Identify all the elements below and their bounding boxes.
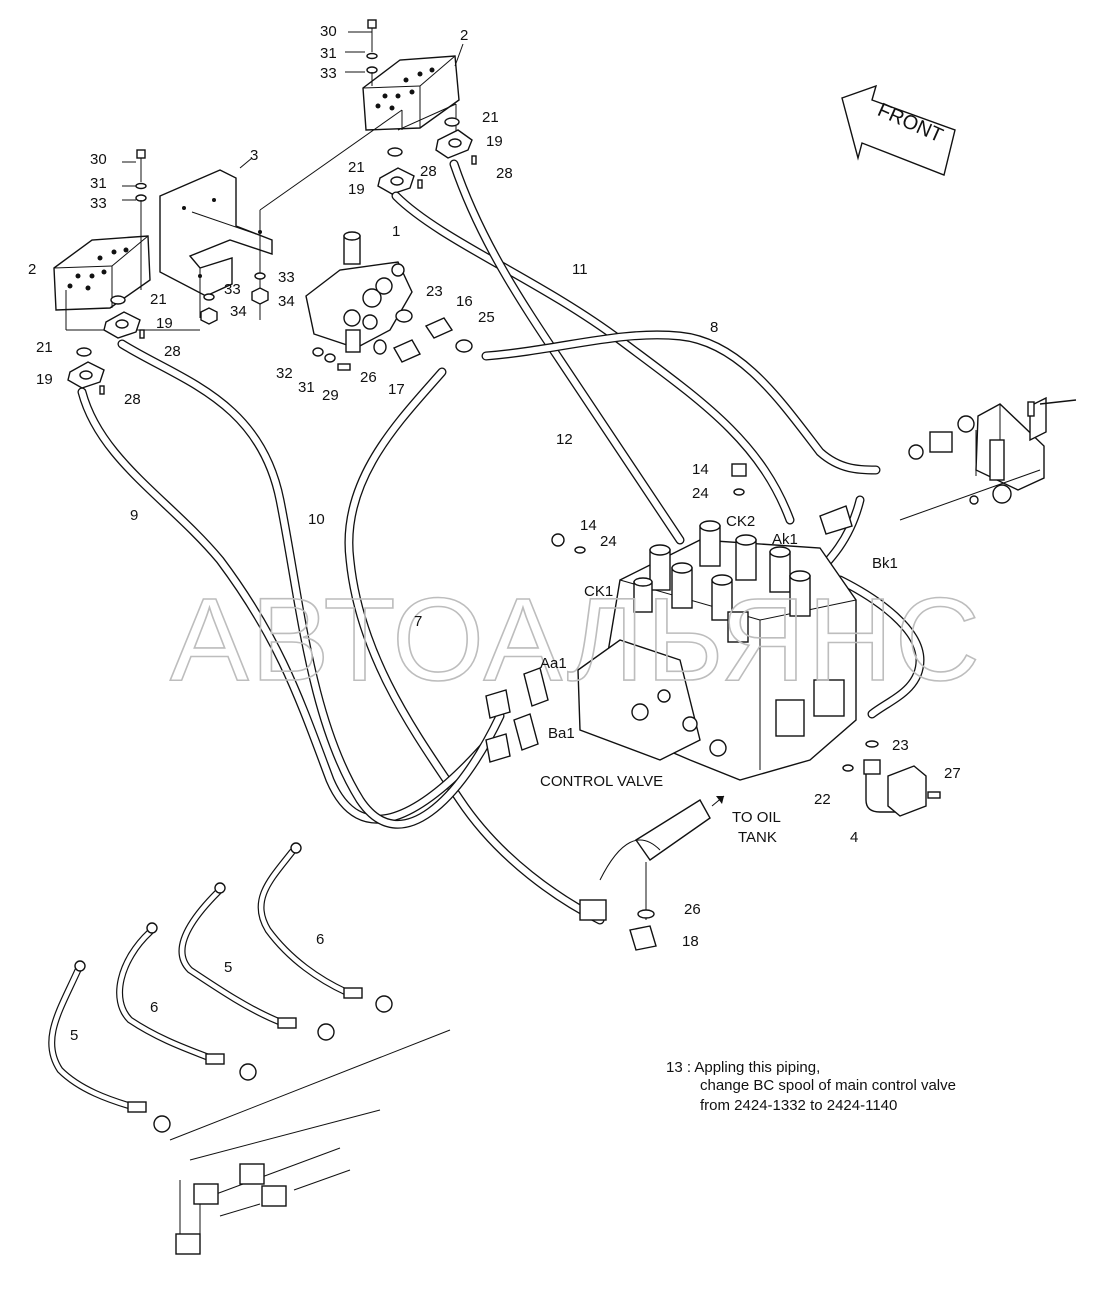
port-label-ak1: Ak1 xyxy=(772,531,798,548)
callout: 19 xyxy=(156,315,173,332)
oil-tank-label-2: TANK xyxy=(738,829,777,846)
lower-frame xyxy=(169,1029,451,1255)
oil-tank-label-1: TO OIL xyxy=(732,809,781,826)
callout: 9 xyxy=(130,507,138,524)
front-arrow: FRONT xyxy=(841,84,956,176)
steel-pipe-assembly xyxy=(899,396,1077,521)
callout: 24 xyxy=(692,485,709,502)
callout: 33 xyxy=(320,65,337,82)
callout: 11 xyxy=(572,261,588,278)
note-line-3: from 2424-1332 to 2424-1140 xyxy=(700,1097,897,1114)
callout: 21 xyxy=(348,159,365,176)
callout-numbers: 30 31 33 2 21 19 28 21 28 19 30 31 33 3 … xyxy=(28,23,961,1044)
callout: 33 xyxy=(224,281,241,298)
callout: 16 xyxy=(456,293,473,310)
callout: 18 xyxy=(682,933,699,950)
footnote: 13 : Appling this piping, change BC spoo… xyxy=(666,1059,956,1114)
callout: 19 xyxy=(36,371,53,388)
manifold-block-upper xyxy=(362,55,460,131)
callout: 10 xyxy=(308,511,325,528)
callout: 33 xyxy=(278,269,295,286)
callout: 6 xyxy=(316,931,324,948)
control-valve-body xyxy=(577,520,857,781)
callout: 19 xyxy=(348,181,365,198)
callout: 33 xyxy=(90,195,107,212)
callout: 26 xyxy=(360,369,377,386)
lower-hoses xyxy=(48,842,393,1133)
callout: 26 xyxy=(684,901,701,918)
callout: 19 xyxy=(486,133,503,150)
note-line-1: 13 : Appling this piping, xyxy=(666,1059,820,1076)
callout: 3 xyxy=(250,147,258,164)
callout: 28 xyxy=(420,163,437,180)
callout: 28 xyxy=(124,391,141,408)
pilot-valve xyxy=(305,231,413,353)
callout: 7 xyxy=(414,613,422,630)
callout: 6 xyxy=(150,999,158,1016)
fittings xyxy=(312,309,473,371)
callout: 24 xyxy=(600,533,617,550)
oil-tank-pipe xyxy=(579,795,725,951)
callout: 29 xyxy=(322,387,339,404)
port-label-ck2: CK2 xyxy=(726,513,755,530)
callout: 22 xyxy=(814,791,831,808)
callout: 2 xyxy=(28,261,36,278)
manifold-block-lower xyxy=(53,235,151,311)
leader-lines xyxy=(65,31,464,331)
port-label-aa1: Aa1 xyxy=(540,655,567,672)
callout: 4 xyxy=(850,829,858,846)
callout: 28 xyxy=(164,343,181,360)
callout: 30 xyxy=(90,151,107,168)
callout: 27 xyxy=(944,765,961,782)
callout: 17 xyxy=(388,381,405,398)
callout: 21 xyxy=(482,109,499,126)
callout: 28 xyxy=(496,165,513,182)
callout: 5 xyxy=(224,959,232,976)
callout: 30 xyxy=(320,23,337,40)
nuts-washers xyxy=(200,272,269,325)
callout: 14 xyxy=(580,517,597,534)
watermark: АВТОАЛЬЯНС xyxy=(170,574,982,706)
callout: 31 xyxy=(90,175,107,192)
port-flanges xyxy=(485,463,853,763)
control-valve-label: CONTROL VALVE xyxy=(540,773,663,790)
hoses xyxy=(77,159,925,925)
note-line-2: change BC spool of main control valve xyxy=(700,1077,956,1094)
callout: 25 xyxy=(478,309,495,326)
callout: 31 xyxy=(298,379,315,396)
callout: 31 xyxy=(320,45,337,62)
port-label-ba1: Ba1 xyxy=(548,725,575,742)
spools xyxy=(633,520,811,621)
port-labels: CK1 CK2 Ak1 Bk1 Aa1 Ba1 xyxy=(540,513,898,742)
callout: 14 xyxy=(692,461,709,478)
elbow-fitting xyxy=(842,740,941,817)
callout: 21 xyxy=(150,291,167,308)
flange-upper-right xyxy=(377,117,477,195)
callout: 32 xyxy=(276,365,293,382)
flange-left xyxy=(67,295,145,395)
callout: 23 xyxy=(892,737,909,754)
callout: 12 xyxy=(556,431,573,448)
callout: 8 xyxy=(710,319,718,336)
callout: 34 xyxy=(230,303,247,320)
callout: 1 xyxy=(392,223,400,240)
port-label-bk1: Bk1 xyxy=(872,555,898,572)
callout: 2 xyxy=(460,27,468,44)
bolt-upper xyxy=(366,19,378,86)
callout: 23 xyxy=(426,283,443,300)
callout: 21 xyxy=(36,339,53,356)
callout: 34 xyxy=(278,293,295,310)
port-label-ck1: CK1 xyxy=(584,583,613,600)
callout: 5 xyxy=(70,1027,78,1044)
bracket xyxy=(159,169,273,297)
